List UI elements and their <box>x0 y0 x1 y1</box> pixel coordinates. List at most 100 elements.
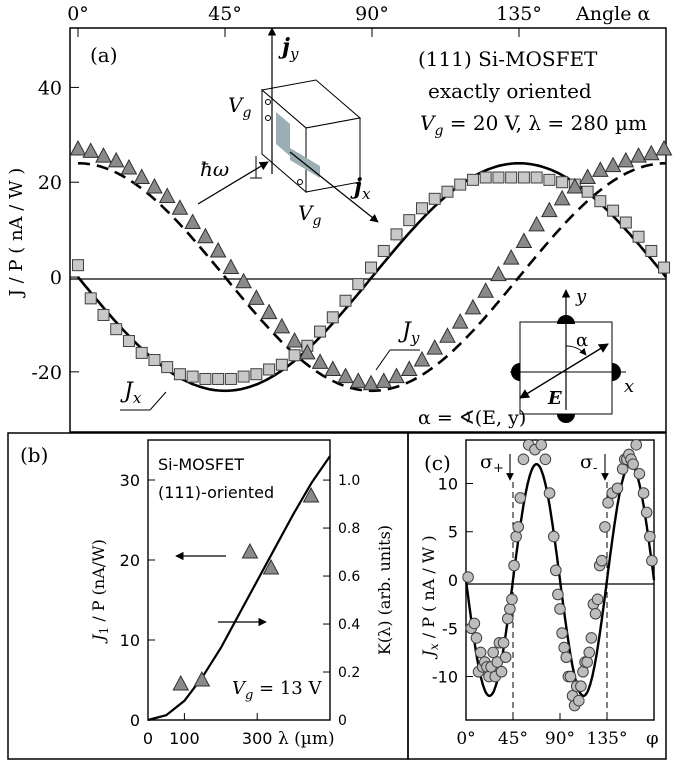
photon-energy-label: ħω <box>200 157 229 181</box>
c-data-point <box>462 571 474 583</box>
jy-data-point <box>388 367 405 384</box>
panel-b: (b) Si-MOSFET (111)-oriented Vg = 13 V J… <box>7 432 409 760</box>
jy-data-point <box>630 147 647 163</box>
b-y-right-tick-label: 0.6 <box>338 569 360 585</box>
jx-data-point <box>352 278 365 291</box>
b-y-right-tick-label: 0.2 <box>338 665 360 681</box>
c-data-point <box>512 521 525 533</box>
jx-axis-label: jx <box>350 174 371 203</box>
c-data-point <box>616 463 629 475</box>
panel-c-y-axis-label: Jx / P ( nA / W ) <box>419 535 441 659</box>
jy-data-point <box>477 282 495 298</box>
b-y-right-tick-label: 1.0 <box>338 473 360 489</box>
c-data-point <box>585 632 598 644</box>
jx-data-point <box>224 372 237 385</box>
b-y-right-tick-label: 0 <box>338 713 347 729</box>
j1-data-point <box>302 486 320 503</box>
c-data-point <box>547 530 560 543</box>
c-data-point <box>573 694 585 707</box>
panel-b-x-axis-label: λ (µm) <box>278 729 335 749</box>
c-data-point <box>556 627 568 639</box>
jy-data-point <box>400 360 418 376</box>
c-data-point <box>640 506 653 519</box>
jy-data-point <box>604 156 622 173</box>
jx-data-point <box>237 370 250 383</box>
jx-data-point <box>110 323 123 336</box>
jy-data-point <box>95 147 112 163</box>
a-x-tick-label: 90° <box>355 3 389 25</box>
c-data-point <box>637 487 650 499</box>
sample-name: (111) Si-MOSFET <box>418 47 598 71</box>
jx-data-point <box>428 192 441 205</box>
c-data-point <box>474 646 487 659</box>
a-y-tick-label: 40 <box>38 77 62 99</box>
jy-data-point <box>311 353 329 369</box>
c-y-tick-label: -5 <box>442 619 458 638</box>
sigma-plus-label: σ+ <box>480 451 504 476</box>
jx-data-point <box>466 173 479 186</box>
gate-label-bottom: Vg <box>298 201 321 229</box>
jy-data-point <box>337 367 354 384</box>
jx-data-point <box>441 185 454 198</box>
c-y-tick-label: 0 <box>448 571 458 590</box>
c-data-point <box>470 632 483 644</box>
jy-data-point <box>133 168 151 184</box>
jx-data-point <box>161 361 174 374</box>
c-data-point <box>611 482 624 495</box>
panel-c-label: (c) <box>424 451 451 475</box>
jy-data-point <box>490 265 507 282</box>
jy-data-point <box>171 199 189 215</box>
c-data-point <box>510 530 522 543</box>
jy-data-point <box>286 331 303 348</box>
panel-b-gate-voltage: Vg = 13 V <box>232 678 322 703</box>
c-data-point <box>508 559 520 572</box>
polarization-inset: α y x E <box>510 286 634 423</box>
jx-data-point <box>72 259 84 272</box>
jy-data-point <box>248 289 265 305</box>
jy-data-point <box>260 303 278 320</box>
c-data-point <box>506 593 518 606</box>
c-data-point <box>589 607 602 620</box>
panel-c-frame <box>407 432 667 760</box>
c-data-point <box>633 467 646 480</box>
jx-data-point <box>186 370 199 383</box>
a-y-tick-label: 20 <box>38 172 62 194</box>
jy-data-point <box>158 187 176 203</box>
jx-data-point <box>645 244 658 257</box>
jy-series-label: Jy <box>375 319 420 371</box>
c-data-point <box>558 641 570 654</box>
c-data-point <box>583 646 596 659</box>
jy-data-point <box>235 272 252 289</box>
jx-data-point <box>173 368 186 381</box>
jx-data-point <box>148 354 161 366</box>
gate-label-top: Vg <box>228 93 251 121</box>
panel-a-y-axis-label: J / P ( nA / W ) <box>6 168 27 299</box>
jx-data-point <box>632 230 645 243</box>
panel-b-y-right-label: K(λ) (arb. units) <box>375 525 394 655</box>
jy-fit-curve <box>78 162 666 393</box>
jx-data-point <box>517 171 530 184</box>
jx-data-point <box>212 372 225 385</box>
jx-data-point <box>199 372 212 385</box>
jx-data-point <box>594 195 607 208</box>
c-data-point <box>495 665 508 678</box>
svg-text:Jy: Jy <box>398 319 420 347</box>
j1-data-point <box>172 674 190 691</box>
j1-data-point <box>241 542 259 559</box>
jx-data-point <box>377 244 390 257</box>
b-y-right-tick-label: 0.4 <box>338 617 360 633</box>
jy-data-point <box>184 213 201 230</box>
c-x-tick-label: 0° <box>456 729 475 749</box>
jy-data-point <box>426 339 444 355</box>
jx-data-point <box>288 349 301 362</box>
gate-voltage-wavelength: Vg = 20 V, λ = 280 µm <box>420 111 647 139</box>
c-data-point <box>599 521 611 533</box>
b-x-tick-label: 300 <box>242 729 273 748</box>
panel-a-x-axis-label: Angle α <box>575 3 650 25</box>
jy-data-point <box>146 177 163 194</box>
c-data-point <box>468 617 481 630</box>
jy-data-point <box>69 139 87 156</box>
inset-alpha-label: α <box>576 330 588 351</box>
